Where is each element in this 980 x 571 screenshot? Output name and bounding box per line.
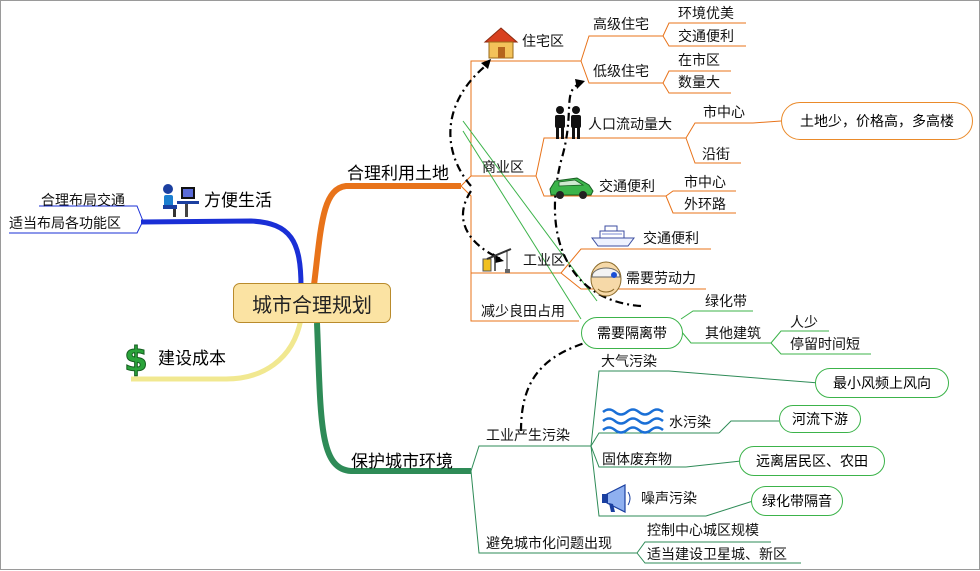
water-waves-icon <box>601 406 667 438</box>
urban-control-center[interactable]: 控制中心城区规模 <box>647 523 759 539</box>
branch-convenience <box>140 218 304 288</box>
svg-text:$: $ <box>124 341 148 377</box>
dollar-icon: $ <box>121 340 151 381</box>
isolation-greenbelt[interactable]: 绿化带 <box>705 294 747 310</box>
crowd-street[interactable]: 沿街 <box>702 147 730 163</box>
solid-note-bubble[interactable]: 远离居民区、农田 <box>739 446 885 476</box>
residential-title[interactable]: 住宅区 <box>522 34 564 50</box>
noise-pollution-label[interactable]: 噪声污染 <box>641 491 697 507</box>
house-icon <box>483 26 519 64</box>
cost-title[interactable]: 建设成本 <box>158 349 226 369</box>
water-pollution-label[interactable]: 水污染 <box>669 415 711 431</box>
high-residence-label[interactable]: 高级住宅 <box>593 17 649 33</box>
ship-icon <box>590 222 636 252</box>
central-topic[interactable]: 城市合理规划 <box>233 283 391 323</box>
pollution-title[interactable]: 工业产生污染 <box>486 428 570 444</box>
crowd-label[interactable]: 人口流动量大 <box>588 117 672 133</box>
other-few-people[interactable]: 人少 <box>790 315 818 331</box>
labor-label[interactable]: 需要劳动力 <box>626 271 696 287</box>
branch-cost <box>131 318 304 382</box>
branch-land <box>310 183 461 294</box>
isolation-bubble[interactable]: 需要隔离带 <box>581 317 683 349</box>
commercial-title[interactable]: 商业区 <box>482 160 524 176</box>
crowd-note-bubble[interactable]: 土地少，价格高，多高楼 <box>781 102 973 140</box>
env-title[interactable]: 保护城市环境 <box>351 452 453 472</box>
low-residence-urban[interactable]: 在市区 <box>678 53 720 69</box>
branch-env <box>314 322 471 474</box>
urbanization-title[interactable]: 避免城市化问题出现 <box>486 536 612 552</box>
farmland-label[interactable]: 减少良田占用 <box>481 304 565 320</box>
crane-icon <box>481 245 519 279</box>
commercial-traffic-label[interactable]: 交通便利 <box>599 179 655 195</box>
people-icon <box>552 105 584 145</box>
other-short-stay[interactable]: 停留时间短 <box>790 337 860 353</box>
solid-waste-label[interactable]: 固体废弃物 <box>602 452 672 468</box>
air-note-bubble[interactable]: 最小风频上风向 <box>815 368 949 398</box>
noise-note-bubble[interactable]: 绿化带隔音 <box>751 486 843 516</box>
crowd-city-center[interactable]: 市中心 <box>703 105 745 121</box>
megaphone-icon <box>599 482 637 520</box>
car-icon <box>547 173 595 205</box>
land-title[interactable]: 合理利用土地 <box>347 164 449 184</box>
urban-satellite-city[interactable]: 适当建设卫星城、新区 <box>647 547 787 563</box>
convenience-title[interactable]: 方便生活 <box>204 191 272 211</box>
water-note-bubble[interactable]: 河流下游 <box>779 405 861 433</box>
industrial-title[interactable]: 工业区 <box>523 253 565 269</box>
air-pollution-label[interactable]: 大气污染 <box>601 354 657 370</box>
high-residence-traffic[interactable]: 交通便利 <box>678 29 734 45</box>
convenience-item-zones[interactable]: 适当布局各功能区 <box>9 216 121 232</box>
convenience-item-traffic[interactable]: 合理布局交通 <box>41 193 125 209</box>
high-residence-env[interactable]: 环境优美 <box>678 6 734 22</box>
industrial-traffic-label[interactable]: 交通便利 <box>643 231 699 247</box>
isolation-other-buildings[interactable]: 其他建筑 <box>705 326 761 342</box>
low-residence-label[interactable]: 低级住宅 <box>593 64 649 80</box>
commercial-traffic-center[interactable]: 市中心 <box>684 175 726 191</box>
worker-icon <box>588 259 624 305</box>
low-residence-many[interactable]: 数量大 <box>678 75 720 91</box>
commercial-traffic-ring-road[interactable]: 外环路 <box>684 197 726 213</box>
computer-user-icon <box>159 183 201 223</box>
